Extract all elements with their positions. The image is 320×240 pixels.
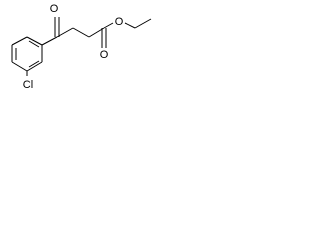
ketone-oxygen-label: O: [50, 3, 59, 15]
chain-bond: [72, 27, 90, 38]
aryl-ketone-bond: [41, 36, 58, 46]
chlorine-label: Cl: [23, 79, 33, 91]
ring-double-bond: [28, 60, 40, 68]
benzene-ring: [11, 36, 43, 72]
ester-carbonyl-oxygen-label: O: [100, 49, 109, 61]
ring-bond: [11, 61, 28, 72]
ethyl-bond: [134, 18, 152, 29]
structure-diagram: O O O Cl: [11, 3, 152, 91]
ester-oxygen-label: O: [115, 16, 124, 28]
ester-bond: [103, 22, 114, 29]
ring-bond: [26, 36, 43, 46]
chain-bond: [56, 27, 74, 38]
ring-bond: [26, 61, 43, 72]
ring-bond: [11, 36, 28, 46]
ring-double-bond: [28, 40, 40, 48]
ethyl-bond: [124, 22, 136, 29]
